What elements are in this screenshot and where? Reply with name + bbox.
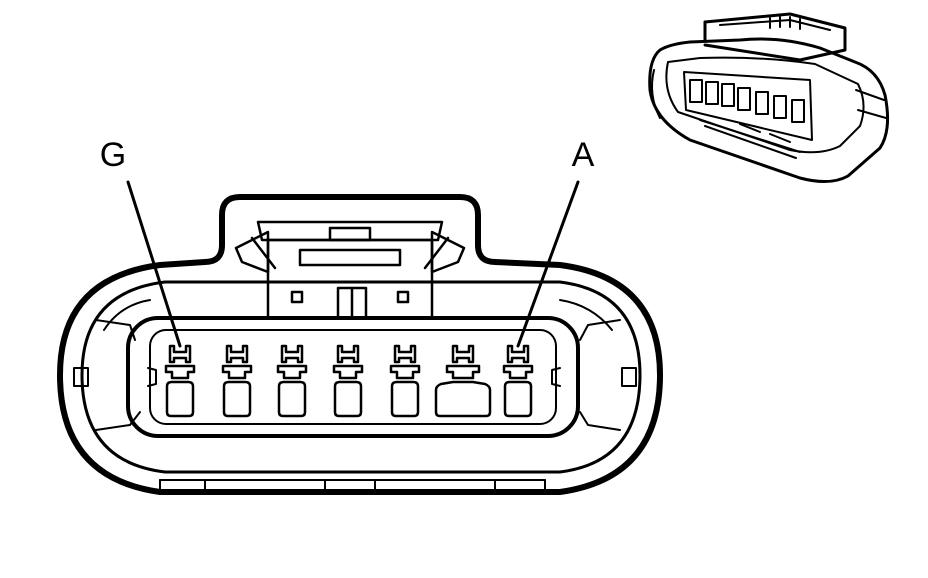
polarization-tab-right <box>551 367 561 387</box>
side-lock-window-right <box>621 367 637 387</box>
polarization-tab-left <box>147 367 157 387</box>
pin-terminal-a <box>502 344 534 418</box>
pin-terminal-d <box>332 344 364 418</box>
side-lock-window-left <box>73 367 89 387</box>
pin-callouts: G A <box>100 136 595 348</box>
leader-line-a <box>516 180 580 348</box>
pin-label-g: G <box>100 136 126 174</box>
pin-label-a: A <box>572 136 595 174</box>
leader-line-g <box>126 180 182 348</box>
locking-latch <box>234 220 466 320</box>
pin-terminal-e <box>276 344 308 418</box>
connector-housing-outline <box>57 194 663 495</box>
pin-terminal-f <box>221 344 253 418</box>
connector-inner-rim <box>80 280 642 474</box>
pin-terminal-g <box>164 344 196 418</box>
pin-terminals <box>147 344 561 418</box>
connector-face-view <box>57 194 663 495</box>
housing-rim-ribs <box>95 299 621 431</box>
pin-cavity-inner <box>149 329 557 425</box>
pin-terminal-c <box>389 344 421 418</box>
connector-isometric-view <box>648 12 890 183</box>
pin-terminal-b <box>434 344 492 418</box>
housing-bottom-ticks <box>159 479 546 493</box>
